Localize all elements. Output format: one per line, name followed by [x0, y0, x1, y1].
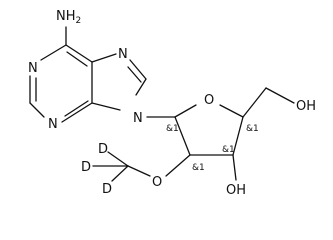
bond-n7-c8 [129, 59, 147, 80]
bond-n3-c4 [61, 102, 93, 123]
bond-n7-c8-double [127, 66, 142, 83]
bond-c4-c5prime [242, 87, 267, 118]
bond-c5prime-oh [265, 87, 295, 104]
atom-n9: N [133, 111, 143, 126]
atom-deuterium-left: D [81, 160, 91, 175]
bond-c6-n1 [40, 44, 67, 61]
bond-c2-c1 [174, 116, 191, 156]
bond-c8-n9 [135, 78, 147, 96]
bond-n9-c4 [91, 102, 121, 111]
bond-c5-c6-double [66, 51, 88, 67]
atom-ether-oxygen: O [152, 175, 162, 190]
bond-c3-oh [232, 154, 237, 181]
atom-deuterium-top: D [98, 142, 108, 157]
atom-n7: N [118, 47, 128, 62]
atom-amine: NH2 [56, 9, 81, 26]
bond-c5-c6 [65, 44, 93, 63]
bond-n3-c4-double [64, 100, 89, 117]
bond-c-d-bottom [111, 165, 129, 182]
bond-c5-n7 [91, 53, 117, 63]
stereo-labels: &1 &1 &1 &1 [166, 124, 259, 173]
chemical-structure: NH2 N N N N O O OH OH D D D &1 &1 &1 &1 [28, 9, 316, 198]
atom-ring-oxygen: O [204, 93, 214, 108]
atom-labels: NH2 N N N N O O OH OH D D D [28, 9, 316, 198]
bond-c2-o-ether [165, 154, 191, 177]
bond-c1-o4 [174, 104, 197, 118]
bond-c-d-top [107, 151, 129, 167]
atom-hydroxyl-3: OH [226, 183, 246, 198]
atom-n1: N [28, 61, 38, 76]
bond-o4-c4 [219, 104, 244, 118]
stereo-label-c1: &1 [166, 124, 179, 134]
stereo-label-c2: &1 [192, 163, 205, 173]
atom-deuterium-bottom: D [102, 182, 112, 197]
bond-o-cd3 [127, 165, 151, 177]
atom-n3: N [48, 117, 58, 132]
stereo-label-c3: &1 [222, 145, 235, 155]
atom-hydroxyl-5: OH [296, 99, 316, 114]
bond-c4-c3 [232, 116, 244, 156]
bond-c2-n3 [29, 102, 45, 118]
bonds [29, 26, 295, 182]
stereo-label-c4: &1 [246, 124, 259, 134]
